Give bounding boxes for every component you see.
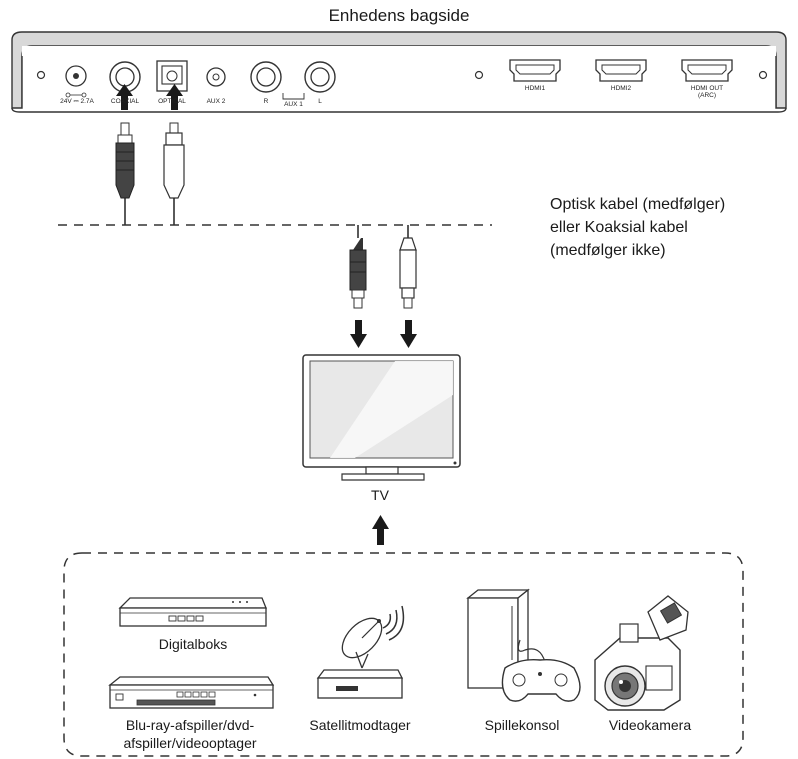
optical-port — [156, 60, 188, 92]
arrow-to-optical — [166, 84, 183, 110]
sources-dashed-box — [63, 552, 744, 757]
game-console-icon — [466, 588, 581, 702]
optical-port-label: OPTICAL — [158, 98, 186, 105]
cable-note-line-1: Optisk kabel (medfølger) — [550, 196, 726, 213]
hdmi1-port-label: HDMI1 — [524, 85, 546, 92]
tv-icon — [302, 354, 461, 481]
screw-hole-left — [36, 70, 46, 80]
spillekonsol-label: Spillekonsol — [484, 717, 560, 733]
bluray-label-line-2: afspiller/videooptager — [123, 735, 257, 751]
hdmi-out-port — [681, 59, 733, 82]
arrow-sources-to-tv — [372, 515, 389, 545]
bluray-label: Blu-ray-afspiller/dvd- afspiller/videoop… — [100, 716, 280, 752]
r-port-label: R — [263, 98, 269, 105]
bluray-label-line-1: Blu-ray-afspiller/dvd- — [125, 717, 255, 733]
optical-plug-top — [163, 122, 185, 225]
hdmi-out-port-label: HDMI OUT (ARC) — [683, 85, 731, 99]
set-top-box-icon — [118, 597, 267, 627]
power-port-label: 24V ⎓ 2.7A — [60, 98, 94, 105]
hdmi-out-label-line: HDMI OUT — [690, 85, 724, 92]
cable-note: Optisk kabel (medfølger) eller Koaksial … — [550, 193, 725, 262]
tv-label: TV — [371, 487, 389, 503]
power-port — [65, 65, 87, 98]
arrow-to-coaxial — [116, 84, 133, 110]
satellite-receiver-icon — [316, 605, 405, 699]
l-port — [304, 61, 336, 93]
satellit-label: Satellitmodtager — [309, 717, 411, 733]
coaxial-plug-top — [115, 122, 135, 225]
l-port-label: L — [318, 98, 322, 105]
screw-hole-right — [758, 70, 768, 80]
hdmi1-port — [509, 59, 561, 82]
aux2-port — [206, 67, 226, 87]
hdmi2-port-label: HDMI2 — [610, 85, 632, 92]
aux2-port-label: AUX 2 — [206, 98, 226, 105]
screw-hole-middle — [474, 70, 484, 80]
aux1-bracket — [282, 93, 305, 100]
coaxial-plug-bottom — [349, 238, 367, 309]
digitalboks-label: Digitalboks — [158, 636, 228, 652]
aux1-port-label: AUX 1 — [284, 101, 303, 108]
cable-note-line-3: (medfølger ikke) — [550, 242, 666, 259]
cable-note-line-2: eller Koaksial kabel — [550, 219, 688, 236]
hdmi-arc-label-line: (ARC) — [697, 92, 717, 99]
videokamera-label: Videokamera — [608, 717, 692, 733]
coaxial-port-label: COAXIAL — [110, 98, 140, 105]
arrow-optical-to-tv — [400, 320, 417, 348]
video-camera-icon — [594, 595, 689, 711]
diagram-title: Enhedens bagside — [328, 6, 470, 25]
rear-panel — [11, 31, 787, 113]
arrow-coaxial-to-tv — [350, 320, 367, 348]
bluray-player-icon — [108, 676, 275, 709]
hdmi2-port — [595, 59, 647, 82]
optical-plug-bottom — [399, 237, 417, 309]
r-port — [250, 61, 282, 93]
